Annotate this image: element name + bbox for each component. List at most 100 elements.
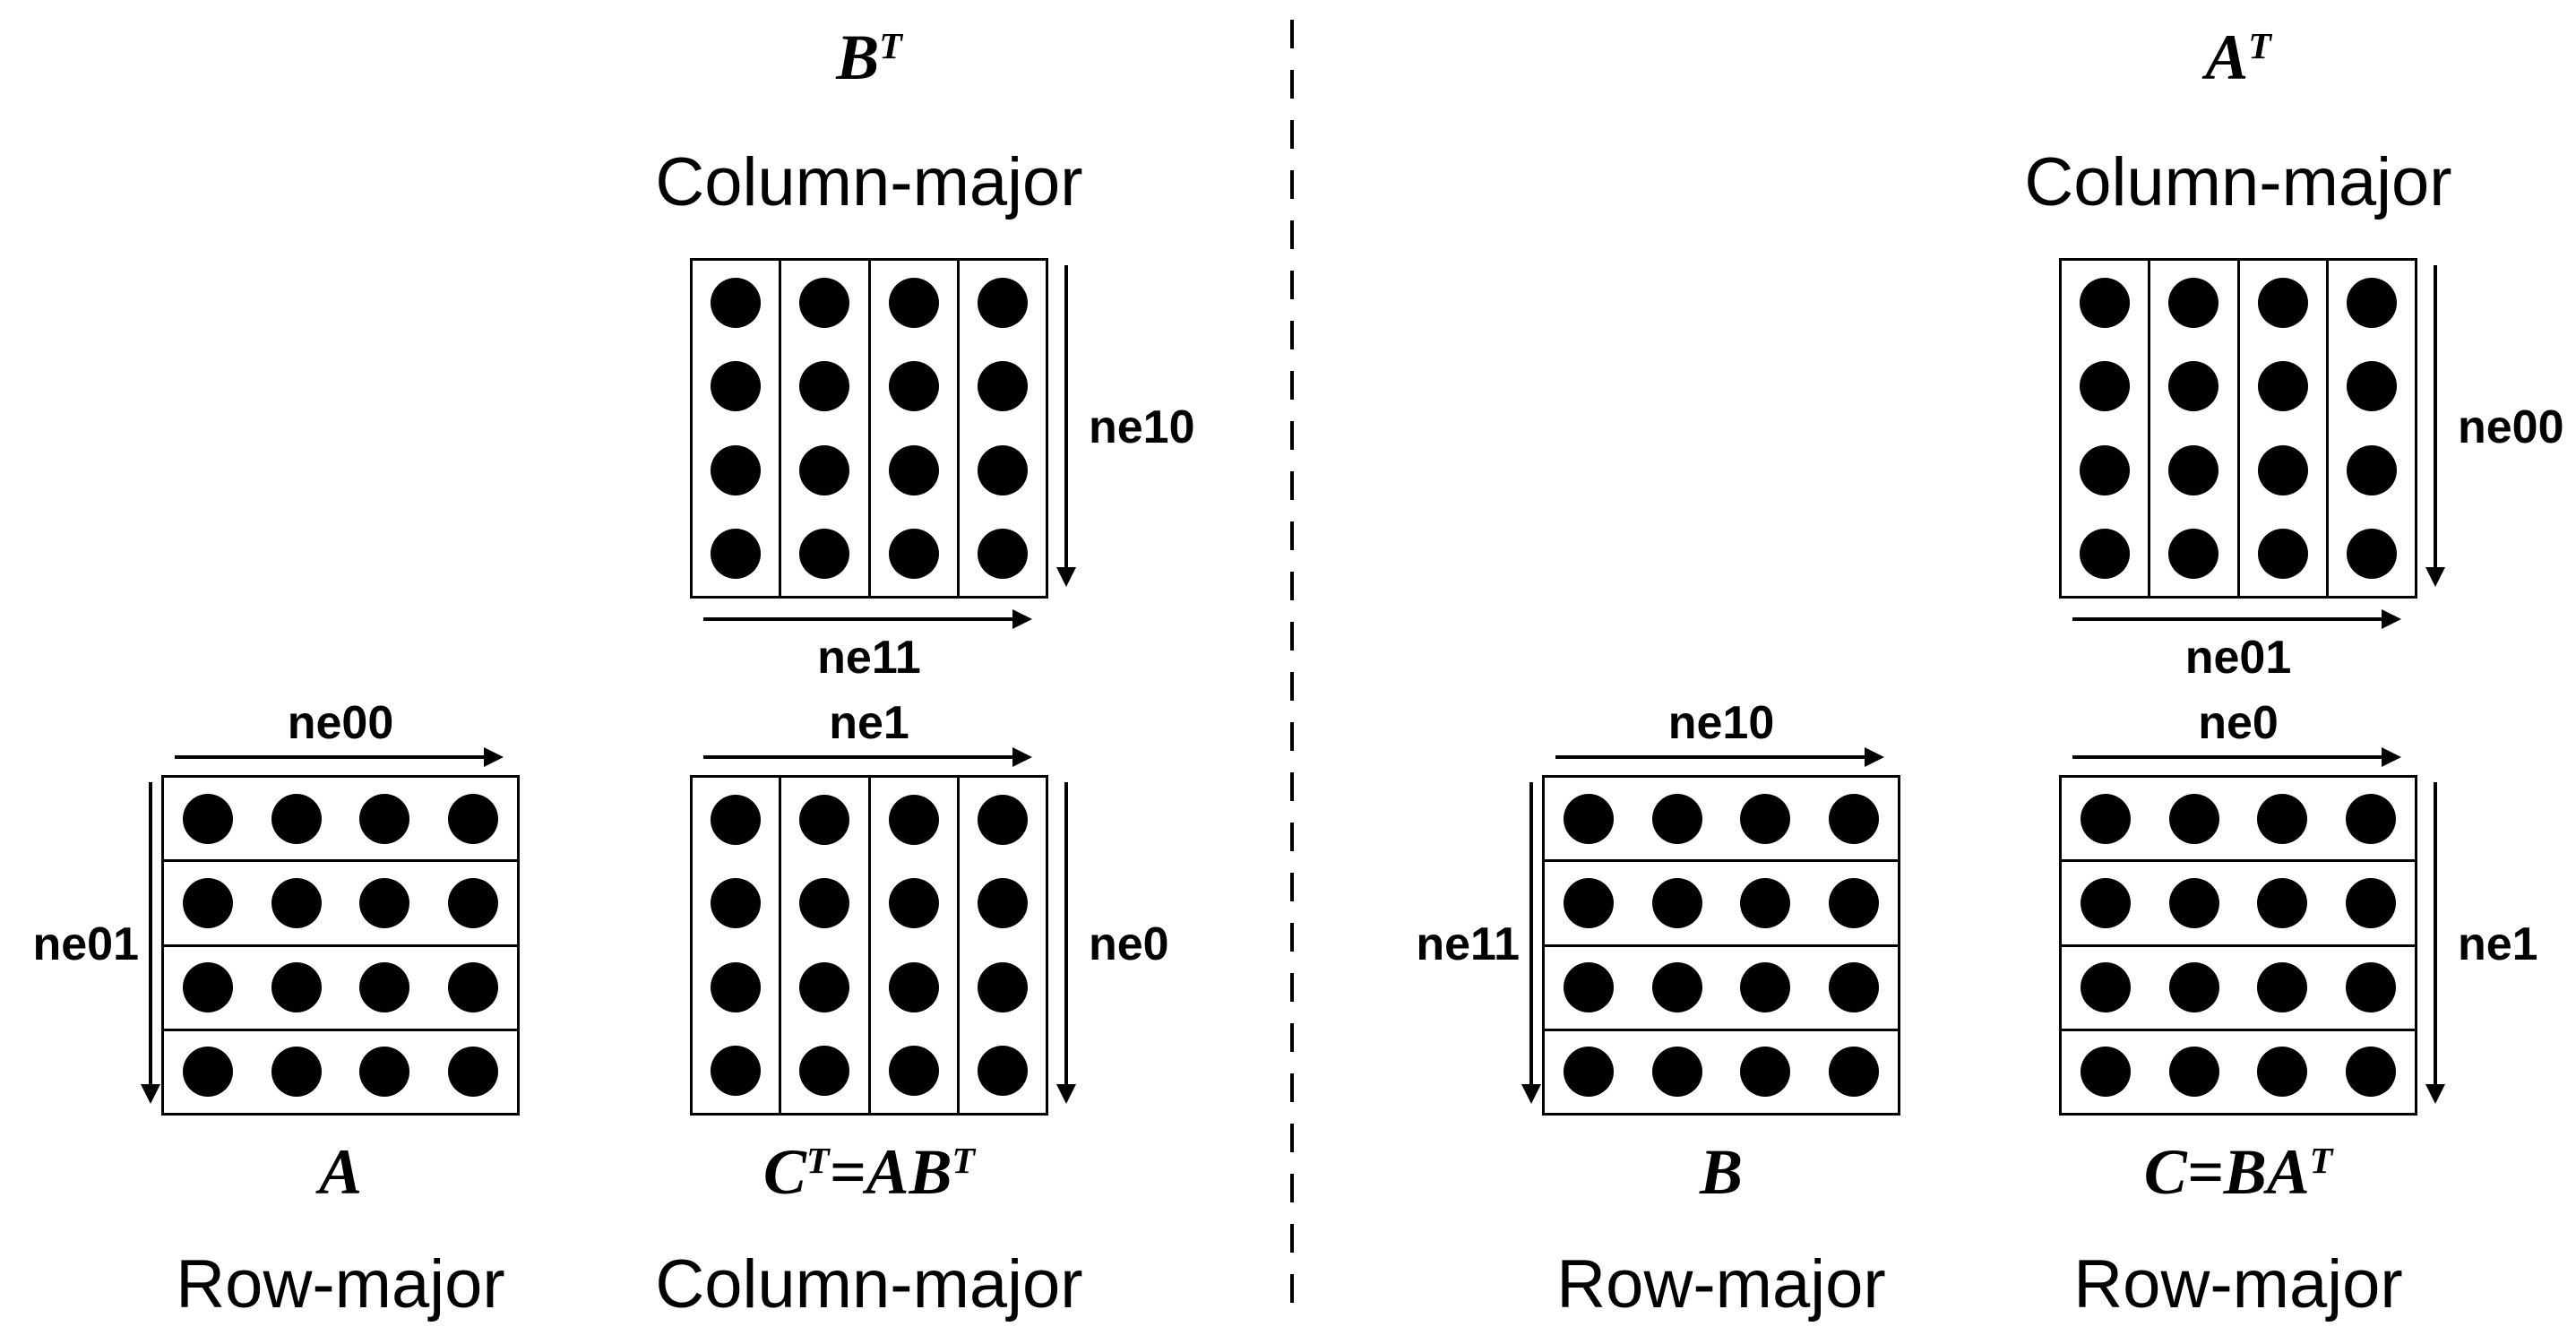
dim-label-ne11: ne11 [817,632,921,684]
matrix-strip [2062,1028,2415,1113]
matrix-element-dot [977,277,1028,328]
matrix-element-dot [977,529,1028,580]
matrix-element-dot [271,962,322,1013]
dim-label-ne1-c: ne1 [2458,918,2538,970]
down-arrow-c [2425,782,2445,1104]
matrix-strip [2325,261,2415,596]
matrix-box-b [1542,775,1900,1116]
matrix-element-dot [799,794,850,845]
matrix-element-dot [2081,877,2132,928]
matrix-title-ct: CT=ABT [762,1136,976,1208]
matrix-element-dot [2257,529,2308,580]
matrix-element-dot [2257,962,2308,1013]
matrix-element-dot [447,1047,498,1098]
dim-label-ne00: ne00 [287,697,394,749]
matrix-box-a [161,775,520,1116]
matrix-element-dot [447,962,498,1013]
matrix-element-dot [2168,793,2219,844]
matrix-element-dot [1651,877,1702,928]
matrix-strip [2062,261,2148,596]
matrix-element-dot [2080,277,2131,328]
matrix-element-dot [1828,1047,1879,1098]
matrix-strip [2236,261,2326,596]
matrix-element-dot [2080,444,2131,495]
matrix-element-dot [799,1046,850,1097]
matrix-strip [779,261,867,596]
matrix-element-dot [1651,793,1702,844]
down-arrow-b [1521,782,1541,1104]
down-arrow-a [141,782,160,1104]
matrix-element-dot [2346,529,2397,580]
right-arrow-bt [703,609,1032,629]
matrix-element-dot [888,878,939,929]
matrix-element-dot [711,361,762,412]
matrix-element-dot [2257,877,2308,928]
matrix-element-dot [359,877,410,928]
matrix-element-dot [799,878,850,929]
matrix-element-dot [1828,877,1879,928]
matrix-strip [867,261,957,596]
right-arrow-a [175,747,504,767]
matrix-strip [867,778,957,1113]
matrix-strip [956,778,1046,1113]
matrix-element-dot [977,878,1028,929]
matrix-strip [1545,1028,1898,1113]
matrix-element-dot [888,1046,939,1097]
matrix-layout-label-bt: Column-major [655,144,1083,220]
matrix-element-dot [2345,877,2396,928]
matrix-element-dot [183,962,234,1013]
matrix-element-dot [799,961,850,1012]
matrix-element-dot [799,361,850,412]
dim-label-ne10: ne10 [1089,401,1195,453]
matrix-strip [2062,943,2415,1029]
matrix-element-dot [2168,962,2219,1013]
matrix-box-c [2059,775,2417,1116]
matrix-element-dot [977,961,1028,1012]
matrix-element-dot [2081,962,2132,1013]
dim-label-ne00-at: ne00 [2458,401,2564,453]
matrix-strip [693,778,779,1113]
matrix-element-dot [1828,962,1879,1013]
matrix-element-dot [2080,529,2131,580]
matrix-element-dot [888,529,939,580]
dim-label-ne1: ne1 [829,697,909,749]
panel-divider [1290,20,1294,1324]
down-arrow-bt [1056,265,1076,587]
matrix-element-dot [888,961,939,1012]
matrix-element-dot [888,277,939,328]
matrix-element-dot [888,361,939,412]
matrix-element-dot [977,794,1028,845]
matrix-element-dot [2081,1047,2132,1098]
matrix-element-dot [2345,1047,2396,1098]
matrix-strip [164,859,517,943]
matrix-element-dot [2257,361,2308,412]
dim-label-ne0: ne0 [1089,918,1169,970]
matrix-element-dot [2168,361,2219,412]
matrix-element-dot [711,529,762,580]
matrix-element-dot [1740,962,1791,1013]
matrix-element-dot [2257,444,2308,495]
matrix-title-a: A [318,1136,363,1208]
matrix-element-dot [2081,793,2132,844]
matrix-element-dot [799,277,850,328]
matrix-element-dot [2257,793,2308,844]
matrix-element-dot [183,1047,234,1098]
dim-label-ne10-b: ne10 [1667,697,1775,749]
matrix-element-dot [1651,1047,1702,1098]
matrix-element-dot [2346,444,2397,495]
dim-label-ne0-c: ne0 [2198,697,2279,749]
matrix-element-dot [1740,1047,1791,1098]
matrix-element-dot [1740,793,1791,844]
matrix-element-dot [271,877,322,928]
matrix-element-dot [888,794,939,845]
matrix-element-dot [711,277,762,328]
matrix-strip [164,943,517,1029]
matrix-element-dot [2168,1047,2219,1098]
matrix-element-dot [977,361,1028,412]
matrix-element-dot [977,444,1028,495]
matrix-strip [1545,778,1898,859]
matrix-element-dot [1564,962,1615,1013]
matrix-strip [2062,778,2415,859]
matrix-element-dot [1564,793,1615,844]
dim-label-ne11-b: ne11 [1416,918,1520,970]
